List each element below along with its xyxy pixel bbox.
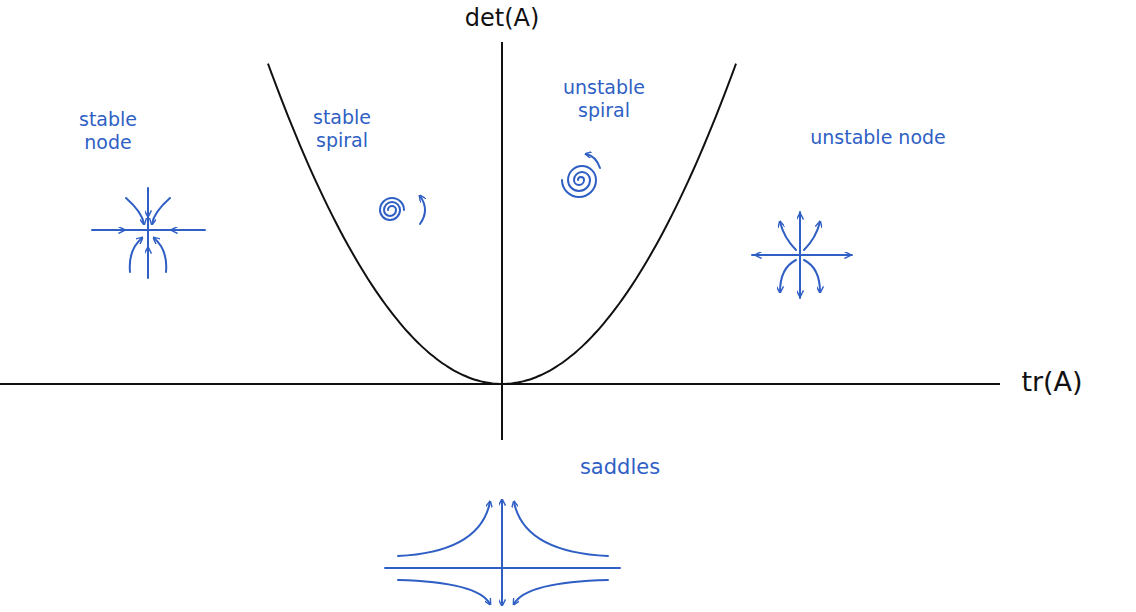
trajectory xyxy=(804,260,820,292)
label-holder: unstable node xyxy=(768,126,988,149)
trajectory xyxy=(799,214,801,243)
trajectory xyxy=(172,229,200,231)
stable-node-portrait xyxy=(92,188,205,278)
phase-portraits xyxy=(92,154,852,605)
trajectory xyxy=(152,198,170,224)
trajectory xyxy=(147,192,149,216)
trajectory xyxy=(780,260,796,292)
spiral-trajectory xyxy=(380,198,404,220)
trajectory xyxy=(147,248,149,274)
portrait-axis xyxy=(799,212,801,298)
region-label: unstable spiral xyxy=(552,76,656,122)
region-label: saddles xyxy=(560,455,680,480)
parabola-curve xyxy=(268,64,736,384)
trajectory xyxy=(130,238,142,272)
trajectory xyxy=(756,254,788,256)
region-label: unstable node xyxy=(768,126,988,149)
stable-spiral-portrait xyxy=(380,196,425,224)
trajectory xyxy=(812,254,850,256)
rotation-arrow xyxy=(420,196,425,224)
trajectory xyxy=(514,502,608,556)
trajectory xyxy=(780,222,796,250)
region-label: stable node xyxy=(71,108,145,154)
unstable-spiral-portrait xyxy=(562,154,600,197)
label-holder: tr(A) xyxy=(1004,366,1100,398)
label-holder: saddles xyxy=(560,455,680,480)
axis-title: tr(A) xyxy=(1004,366,1100,398)
trajectory xyxy=(514,580,608,604)
label-holder: unstable spiral xyxy=(552,76,656,122)
trajectory xyxy=(804,222,820,250)
saddle-portrait xyxy=(385,500,620,605)
rotation-arrow xyxy=(586,154,600,168)
axis-title: det(A) xyxy=(442,4,562,33)
trajectory xyxy=(398,502,490,556)
portrait-axis xyxy=(147,188,149,278)
trajectory xyxy=(126,198,144,224)
label-holder: stable node xyxy=(71,108,145,154)
spiral-trajectory xyxy=(562,166,596,197)
label-holder: stable spiral xyxy=(300,106,384,152)
unstable-node-portrait xyxy=(752,212,852,298)
trajectory xyxy=(398,580,490,604)
region-label: stable spiral xyxy=(300,106,384,152)
portrait-axis xyxy=(752,254,852,256)
unstable-direction xyxy=(501,568,503,605)
determinant-axis xyxy=(501,42,503,440)
label-holder: det(A) xyxy=(442,4,562,33)
trajectory xyxy=(154,238,166,272)
trajectory xyxy=(96,229,124,231)
unstable-direction xyxy=(501,500,503,568)
trajectory xyxy=(799,267,801,296)
